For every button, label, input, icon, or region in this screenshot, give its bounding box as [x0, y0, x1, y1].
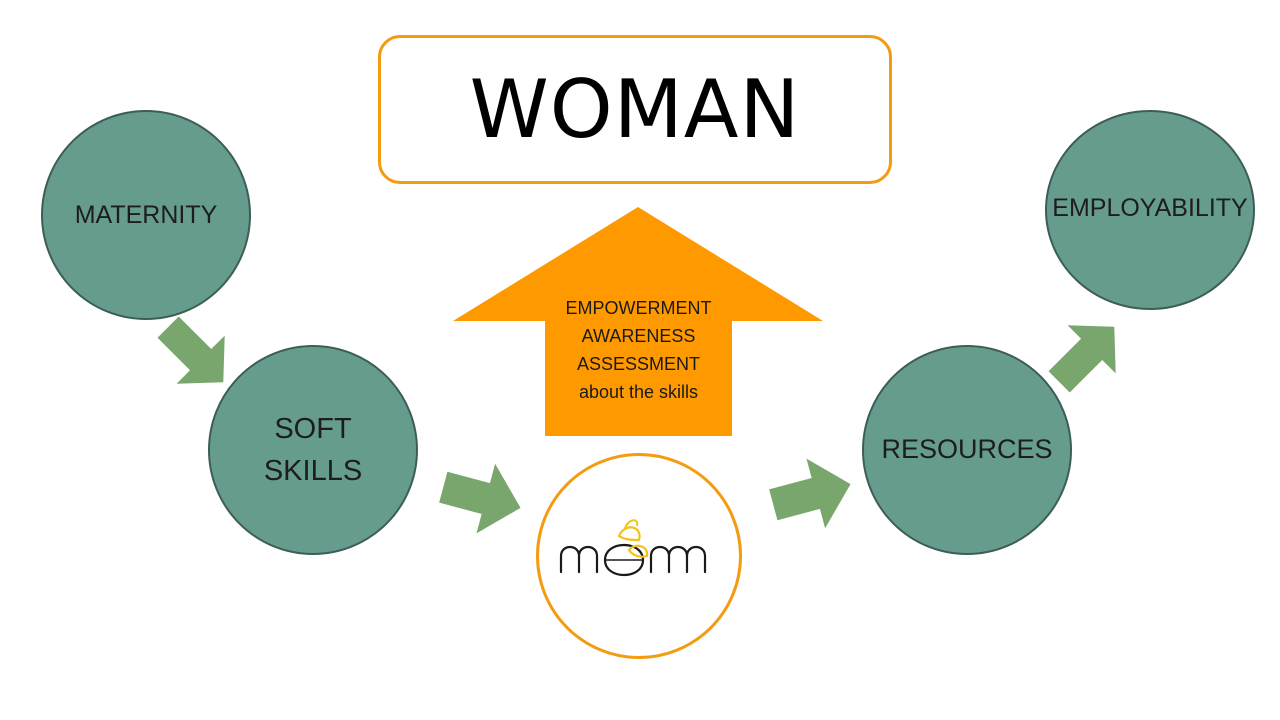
node-soft-skills: SOFT SKILLS — [208, 345, 418, 555]
empowerment-arrow-text: EMPOWERMENT AWARENESS ASSESSMENT about t… — [545, 294, 732, 406]
node-resources: RESOURCES — [862, 345, 1072, 555]
soft-skills-line-1: SOFT — [274, 412, 352, 445]
mm-logo-icon — [559, 519, 707, 576]
arrow-logo-to-resources — [769, 458, 851, 529]
arrow-line-empowerment: EMPOWERMENT — [565, 298, 712, 318]
logo-circle — [536, 453, 742, 659]
node-soft-skills-label: SOFT SKILLS — [264, 408, 362, 492]
node-maternity-label: MATERNITY — [74, 200, 218, 229]
title-text: WOMAN — [469, 62, 801, 156]
arrow-line-awareness: AWARENESS — [581, 326, 696, 346]
node-resources-label: RESOURCES — [881, 434, 1053, 465]
node-employability: EMPLOYABILITY — [1045, 110, 1255, 310]
arrow-softskills-to-logo — [439, 463, 521, 534]
node-employability-label: EMPLOYABILITY — [1052, 194, 1248, 222]
soft-skills-line-2: SKILLS — [263, 455, 363, 487]
arrow-line-assessment: ASSESSMENT — [576, 354, 701, 374]
title-box: WOMAN — [378, 35, 892, 184]
node-maternity: MATERNITY — [41, 110, 251, 320]
arrow-line-about-skills: about the skills — [578, 382, 699, 402]
